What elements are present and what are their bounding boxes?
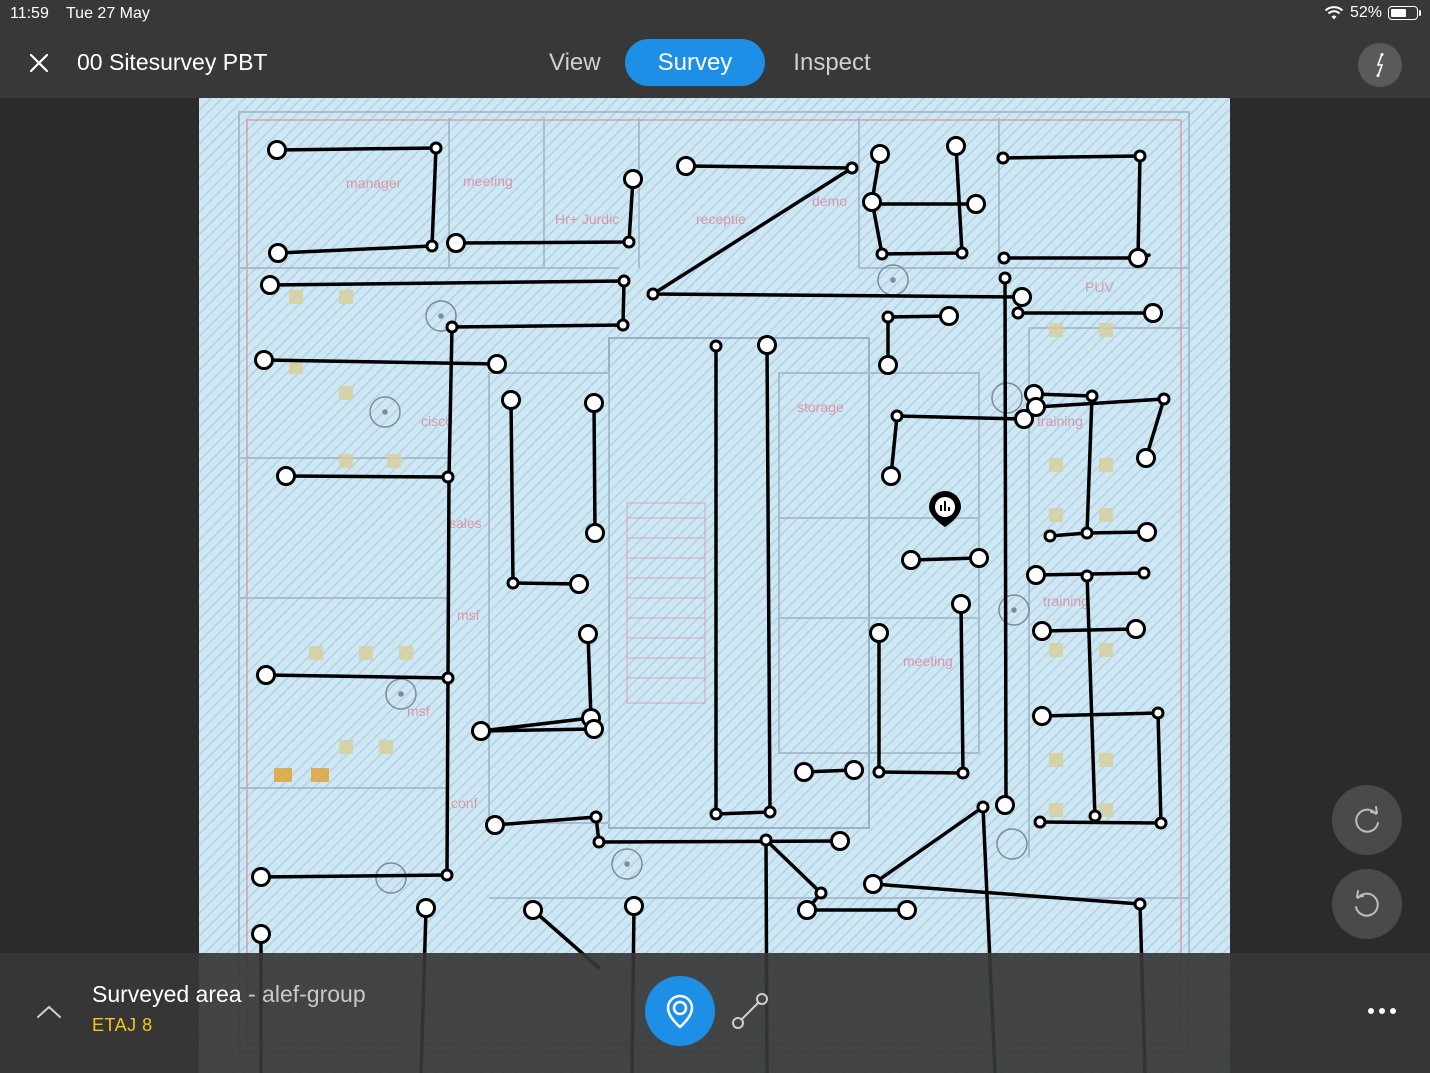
close-icon bbox=[29, 53, 49, 73]
access-points bbox=[369, 264, 1030, 894]
path-tool-button[interactable] bbox=[726, 987, 774, 1035]
location-pin-icon bbox=[666, 994, 694, 1029]
room-label: cisco bbox=[421, 413, 453, 429]
room-label: storage bbox=[797, 399, 844, 415]
undo-icon bbox=[1355, 890, 1379, 917]
map-canvas[interactable]: manager meeting Hr+ Jurdic receptie demo… bbox=[0, 98, 1430, 1073]
undo-button[interactable] bbox=[1332, 869, 1402, 939]
room-label: meeting bbox=[903, 653, 953, 669]
furniture bbox=[274, 290, 1113, 817]
survey-mode-button[interactable] bbox=[645, 976, 715, 1046]
room-label: conf bbox=[451, 795, 478, 811]
chevron-up-icon bbox=[37, 1005, 61, 1018]
room-label: sales bbox=[449, 515, 482, 531]
area-separator: - bbox=[241, 981, 263, 1007]
location-marker-icon bbox=[929, 491, 961, 527]
status-time: 11:59 bbox=[10, 5, 49, 22]
more-button[interactable] bbox=[1362, 997, 1402, 1025]
tab-survey[interactable]: Survey bbox=[624, 39, 766, 86]
room-label: demo bbox=[812, 193, 847, 209]
room-label: training bbox=[1037, 413, 1083, 429]
more-icon bbox=[1368, 1008, 1374, 1014]
room-label: training bbox=[1043, 593, 1089, 609]
project-title: 00 Sitesurvey PBT bbox=[77, 49, 268, 75]
expand-button[interactable] bbox=[34, 997, 64, 1027]
area-label: Surveyed area bbox=[92, 981, 242, 1007]
room-label: msf bbox=[407, 703, 430, 719]
close-button[interactable] bbox=[22, 46, 56, 80]
redo-icon bbox=[1355, 806, 1379, 833]
battery-icon bbox=[1388, 6, 1421, 20]
room-labels: manager meeting Hr+ Jurdic receptie demo… bbox=[346, 173, 1114, 811]
compass-button[interactable] bbox=[1358, 43, 1402, 87]
stairs bbox=[626, 502, 706, 704]
room-label: receptie bbox=[696, 211, 746, 227]
compass-icon bbox=[1376, 53, 1384, 77]
wifi-icon bbox=[1324, 6, 1344, 20]
tab-inspect[interactable]: Inspect bbox=[793, 49, 871, 76]
tab-view[interactable]: View bbox=[549, 49, 601, 76]
status-date: Tue 27 May bbox=[66, 5, 150, 22]
bottom-bar: Surveyed area - alef-group ETAJ 8 bbox=[0, 953, 1430, 1073]
top-toolbar: 00 Sitesurvey PBT View Survey Inspect bbox=[0, 28, 1430, 98]
room-label: manager bbox=[346, 175, 402, 191]
mode-tabs: View Survey Inspect bbox=[525, 39, 895, 86]
battery-percent: 52% bbox=[1349, 4, 1382, 21]
floorplan[interactable]: manager meeting Hr+ Jurdic receptie demo… bbox=[199, 98, 1230, 1073]
status-right: 52% bbox=[1324, 4, 1421, 22]
surveyed-area-line: Surveyed area - alef-group bbox=[92, 981, 366, 1008]
floor-name[interactable]: ETAJ 8 bbox=[92, 1015, 153, 1035]
path-tool-icon bbox=[732, 993, 768, 1029]
room-label: msf bbox=[457, 607, 480, 623]
floorplan-svg: manager meeting Hr+ Jurdic receptie demo… bbox=[199, 98, 1230, 1073]
room-label: PUV bbox=[1085, 279, 1114, 295]
room-label: Hr+ Jurdic bbox=[555, 211, 619, 227]
group-name: alef-group bbox=[262, 981, 366, 1007]
status-bar: 11:59 Tue 27 May 52% bbox=[0, 0, 1430, 28]
room-label: meeting bbox=[463, 173, 513, 189]
survey-points bbox=[251, 136, 1171, 944]
redo-button[interactable] bbox=[1332, 785, 1402, 855]
